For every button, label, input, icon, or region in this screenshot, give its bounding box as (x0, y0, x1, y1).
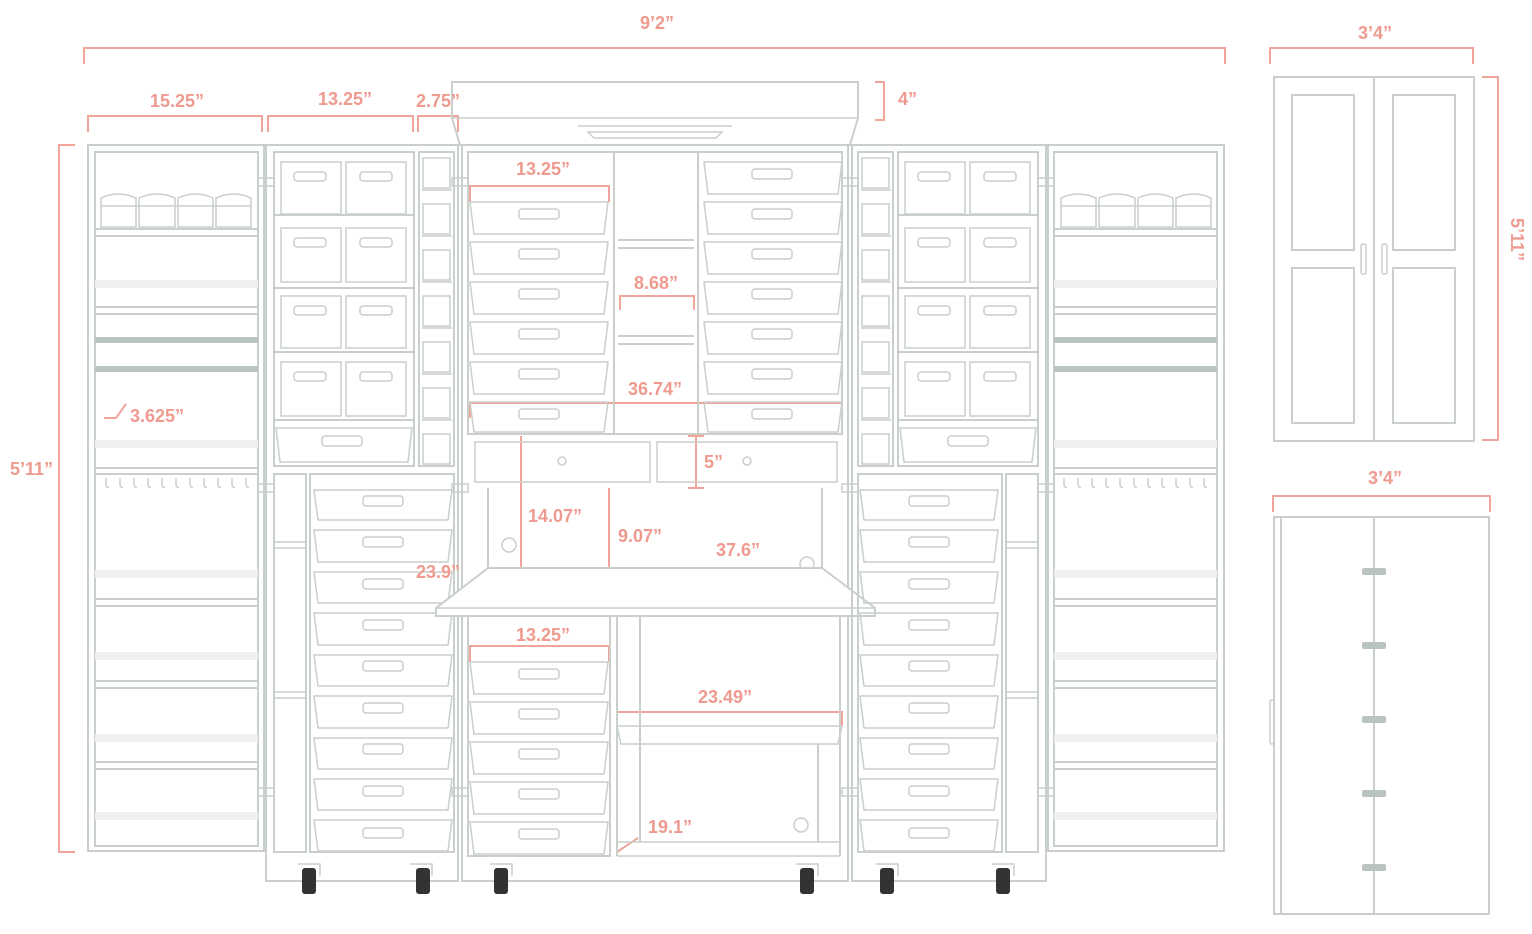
small-drawer-height-label: 5” (704, 452, 724, 472)
drawers-upper-right (703, 161, 843, 433)
lower-drawer-width-label: 13.25” (516, 625, 571, 645)
casters (298, 863, 1015, 894)
closed-front-view (1273, 76, 1475, 442)
drawers-lower-center (469, 661, 609, 855)
overall-width-label: 9’2” (640, 13, 675, 33)
shelf-depth-label: 3.625” (130, 406, 185, 426)
bin-row (100, 193, 252, 228)
narrow-column-width-label: 2.75” (416, 91, 461, 111)
drawers-right-wing (859, 489, 999, 852)
closed-width-label: 3’4” (1358, 23, 1393, 43)
drawers-upper-left (469, 201, 609, 433)
work-gap-left-label: 14.07” (528, 506, 583, 526)
center-compartment-width-label: 8.68” (634, 273, 679, 293)
dimension-lines (58, 47, 1499, 853)
bin-row (1060, 193, 1212, 228)
table-depth-label: 23.9” (416, 562, 461, 582)
left-wing-width-label: 13.25” (318, 89, 373, 109)
center-cabinet (435, 81, 876, 882)
lower-depth-label: 19.1” (648, 817, 693, 837)
side-depth-label: 3’4” (1368, 468, 1403, 488)
side-view (1269, 516, 1490, 915)
bins-right-wing (904, 161, 1031, 417)
left-door-width-label: 15.25” (150, 91, 205, 111)
overall-height-label: 5’11” (10, 459, 54, 479)
upper-drawer-width-label: 13.25” (516, 159, 571, 179)
inner-width-label: 36.74” (628, 379, 683, 399)
top-height-label: 4” (898, 89, 918, 109)
drawers-left-wing (313, 489, 453, 852)
work-gap-center-label: 9.07” (618, 526, 663, 546)
left-wing (265, 144, 459, 882)
right-door (1047, 144, 1225, 852)
right-wing (851, 144, 1047, 882)
bins-left-wing (280, 161, 407, 417)
table-width-label: 37.6” (716, 540, 761, 560)
lower-shelf-width-label: 23.49” (698, 687, 753, 707)
left-door (87, 144, 265, 852)
closed-height-label: 5’11” (1507, 218, 1527, 262)
